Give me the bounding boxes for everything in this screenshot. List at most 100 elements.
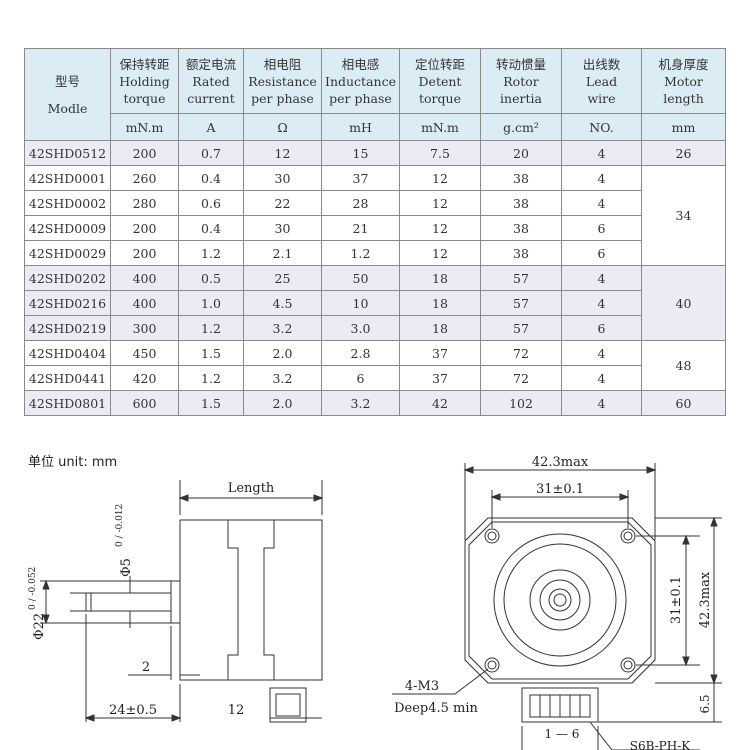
value-cell: 22 — [243, 190, 322, 216]
flange-outline — [464, 517, 656, 684]
model-cell: 42SHD0219 — [24, 315, 111, 341]
length-cell: 40 — [641, 265, 726, 341]
flange-ring-outer — [493, 533, 627, 667]
header-en: per phase — [329, 90, 392, 106]
unit-cell: mH — [321, 113, 400, 141]
value-cell: 72 — [480, 365, 562, 391]
value-cell: 6 — [321, 365, 400, 391]
value-cell: 38 — [480, 215, 562, 241]
value-cell: 6 — [561, 215, 642, 241]
value-cell: 18 — [399, 265, 481, 291]
model-cell: 42SHD0202 — [24, 265, 111, 291]
screw-depth-label: Deep4.5 min — [394, 701, 478, 716]
boss-circle — [529, 569, 591, 631]
model-cell: 42SHD0441 — [24, 365, 111, 391]
unit-cell: mN.m — [110, 113, 179, 141]
value-cell: 1.2 — [321, 240, 400, 266]
width-max-label: 42.3max — [532, 455, 589, 470]
value-cell: 7.5 — [399, 140, 481, 166]
model-cell: 42SHD0029 — [24, 240, 111, 266]
header-en: torque — [419, 90, 461, 106]
value-cell: 280 — [110, 190, 179, 216]
header-en: Resistance — [248, 73, 317, 89]
connector-offset-label: 6.5 — [698, 694, 712, 713]
value-cell: 1.5 — [178, 390, 244, 416]
header-model-en: Modle — [47, 100, 88, 116]
value-cell: 30 — [243, 165, 322, 191]
value-cell: 2.0 — [243, 390, 322, 416]
connector-leader — [589, 721, 700, 750]
boss-dia-value: Φ22 — [32, 613, 47, 640]
value-cell: 4 — [561, 265, 642, 291]
value-cell: 1.2 — [178, 315, 244, 341]
model-cell: 42SHD0801 — [24, 390, 111, 416]
value-cell: 1.2 — [178, 365, 244, 391]
header-model-cn: 型号 — [54, 73, 80, 89]
value-cell: 200 — [110, 140, 179, 166]
value-cell: 28 — [321, 190, 400, 216]
value-cell: 42 — [399, 390, 481, 416]
value-cell: 3.2 — [321, 390, 400, 416]
boss-inner — [539, 579, 581, 621]
header-en: torque — [123, 90, 166, 106]
hole-spacing-h-label: 31±0.1 — [536, 482, 584, 497]
header-cn: 定位转距 — [414, 56, 465, 72]
value-cell: 0.7 — [178, 140, 244, 166]
model-cell: 42SHD0009 — [24, 215, 111, 241]
shaft-dia-value: Φ5 — [119, 558, 134, 577]
unit-cell: mm — [641, 113, 726, 141]
value-cell: 38 — [480, 190, 562, 216]
value-cell: 102 — [480, 390, 562, 416]
value-cell: 0.6 — [178, 190, 244, 216]
value-cell: 72 — [480, 340, 562, 366]
mount-hole-bl — [484, 657, 500, 673]
model-cell: 42SHD0404 — [24, 340, 111, 366]
value-cell: 1.2 — [178, 240, 244, 266]
model-cell: 42SHD0216 — [24, 290, 111, 316]
value-cell: 37 — [399, 365, 481, 391]
model-cell: 42SHD0512 — [24, 140, 111, 166]
motor-body — [179, 519, 323, 681]
value-cell: 3.0 — [321, 315, 400, 341]
value-cell: 57 — [480, 265, 562, 291]
value-cell: 2.8 — [321, 340, 400, 366]
value-cell: 4 — [561, 365, 642, 391]
header-en: Holding — [119, 73, 170, 89]
header-cn: 相电感 — [341, 56, 380, 72]
value-cell: 57 — [480, 290, 562, 316]
header-cn: 转动惯量 — [495, 56, 546, 72]
value-cell: 200 — [110, 240, 179, 266]
shaft-circle — [548, 588, 572, 612]
value-cell: 4 — [561, 340, 642, 366]
value-cell: 2.0 — [243, 340, 322, 366]
value-cell: 38 — [480, 165, 562, 191]
boss-dia-label: Φ22 0 / -0.052 — [28, 567, 47, 640]
value-cell: 15 — [321, 140, 400, 166]
connector-label: S6B-PH-K — [630, 739, 692, 750]
connector-front — [521, 687, 599, 723]
header-cn: 机身厚度 — [658, 56, 709, 72]
value-cell: 0.4 — [178, 165, 244, 191]
end-cap-left — [227, 520, 239, 680]
length-cell: 60 — [641, 390, 726, 416]
value-cell: 10 — [321, 290, 400, 316]
unit-cell: NO. — [561, 113, 642, 141]
value-cell: 4 — [561, 290, 642, 316]
value-cell: 400 — [110, 290, 179, 316]
value-cell: 2.1 — [243, 240, 322, 266]
value-cell: 4 — [561, 190, 642, 216]
value-cell: 12 — [243, 140, 322, 166]
model-cell: 42SHD0002 — [24, 190, 111, 216]
value-cell: 420 — [110, 365, 179, 391]
